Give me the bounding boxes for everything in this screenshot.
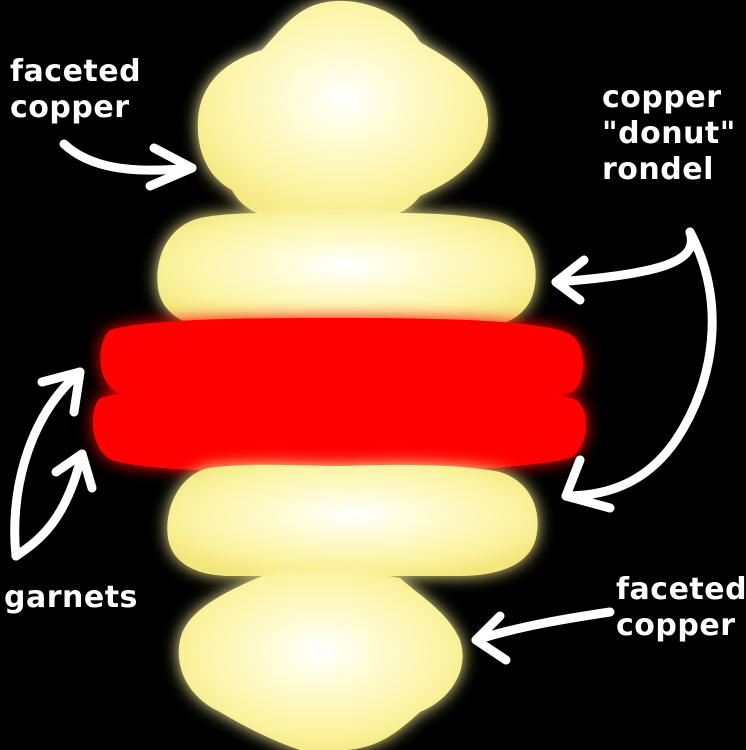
arrow-faceted-copper-bottom-head xyxy=(471,611,511,665)
arrow-garnets-upper-head xyxy=(37,367,85,417)
label-faceted-copper-bottom: faceted copper xyxy=(616,572,746,644)
arrow-garnets-lower xyxy=(11,449,87,561)
label-copper-donut-rondel-line1: copper xyxy=(602,80,722,115)
label-copper-donut-rondel-line2: "donut" xyxy=(602,116,736,151)
label-faceted-copper-bottom-line2: copper xyxy=(616,608,736,643)
arrow-faceted-copper-top-head xyxy=(145,143,197,191)
label-garnets: garnets xyxy=(4,580,138,616)
faceted-copper-bead-bottom xyxy=(178,571,463,750)
arrow-donut-rondel-top-head xyxy=(551,255,589,305)
arrow-garnets-lower-head xyxy=(51,449,97,493)
arrow-faceted-copper-bottom xyxy=(471,607,615,645)
arrow-donut-rondel-bottom-head xyxy=(561,455,615,513)
label-faceted-copper-top: faceted copper xyxy=(10,54,141,126)
label-copper-donut-rondel-line3: rondel xyxy=(602,152,714,187)
label-faceted-copper-top-line2: copper xyxy=(10,90,130,125)
faceted-copper-bead-top xyxy=(197,0,489,218)
label-faceted-copper-bottom-line1: faceted xyxy=(616,572,746,607)
copper-donut-rondel-top xyxy=(157,212,536,330)
arrow-garnets-upper xyxy=(10,367,85,561)
garnet-upper xyxy=(100,318,583,402)
arrow-faceted-copper-top xyxy=(59,139,197,175)
garnet-band xyxy=(92,318,587,472)
label-faceted-copper-top-line1: faceted xyxy=(10,54,142,89)
label-copper-donut-rondel: copper "donut" rondel xyxy=(602,80,736,188)
copper-donut-rondel-bottom xyxy=(167,464,538,576)
arrow-donut-rondel-top xyxy=(551,227,696,287)
arrow-donut-rondel-bottom xyxy=(561,227,717,501)
label-garnets-line1: garnets xyxy=(4,580,138,615)
garnet-lower xyxy=(92,387,587,472)
